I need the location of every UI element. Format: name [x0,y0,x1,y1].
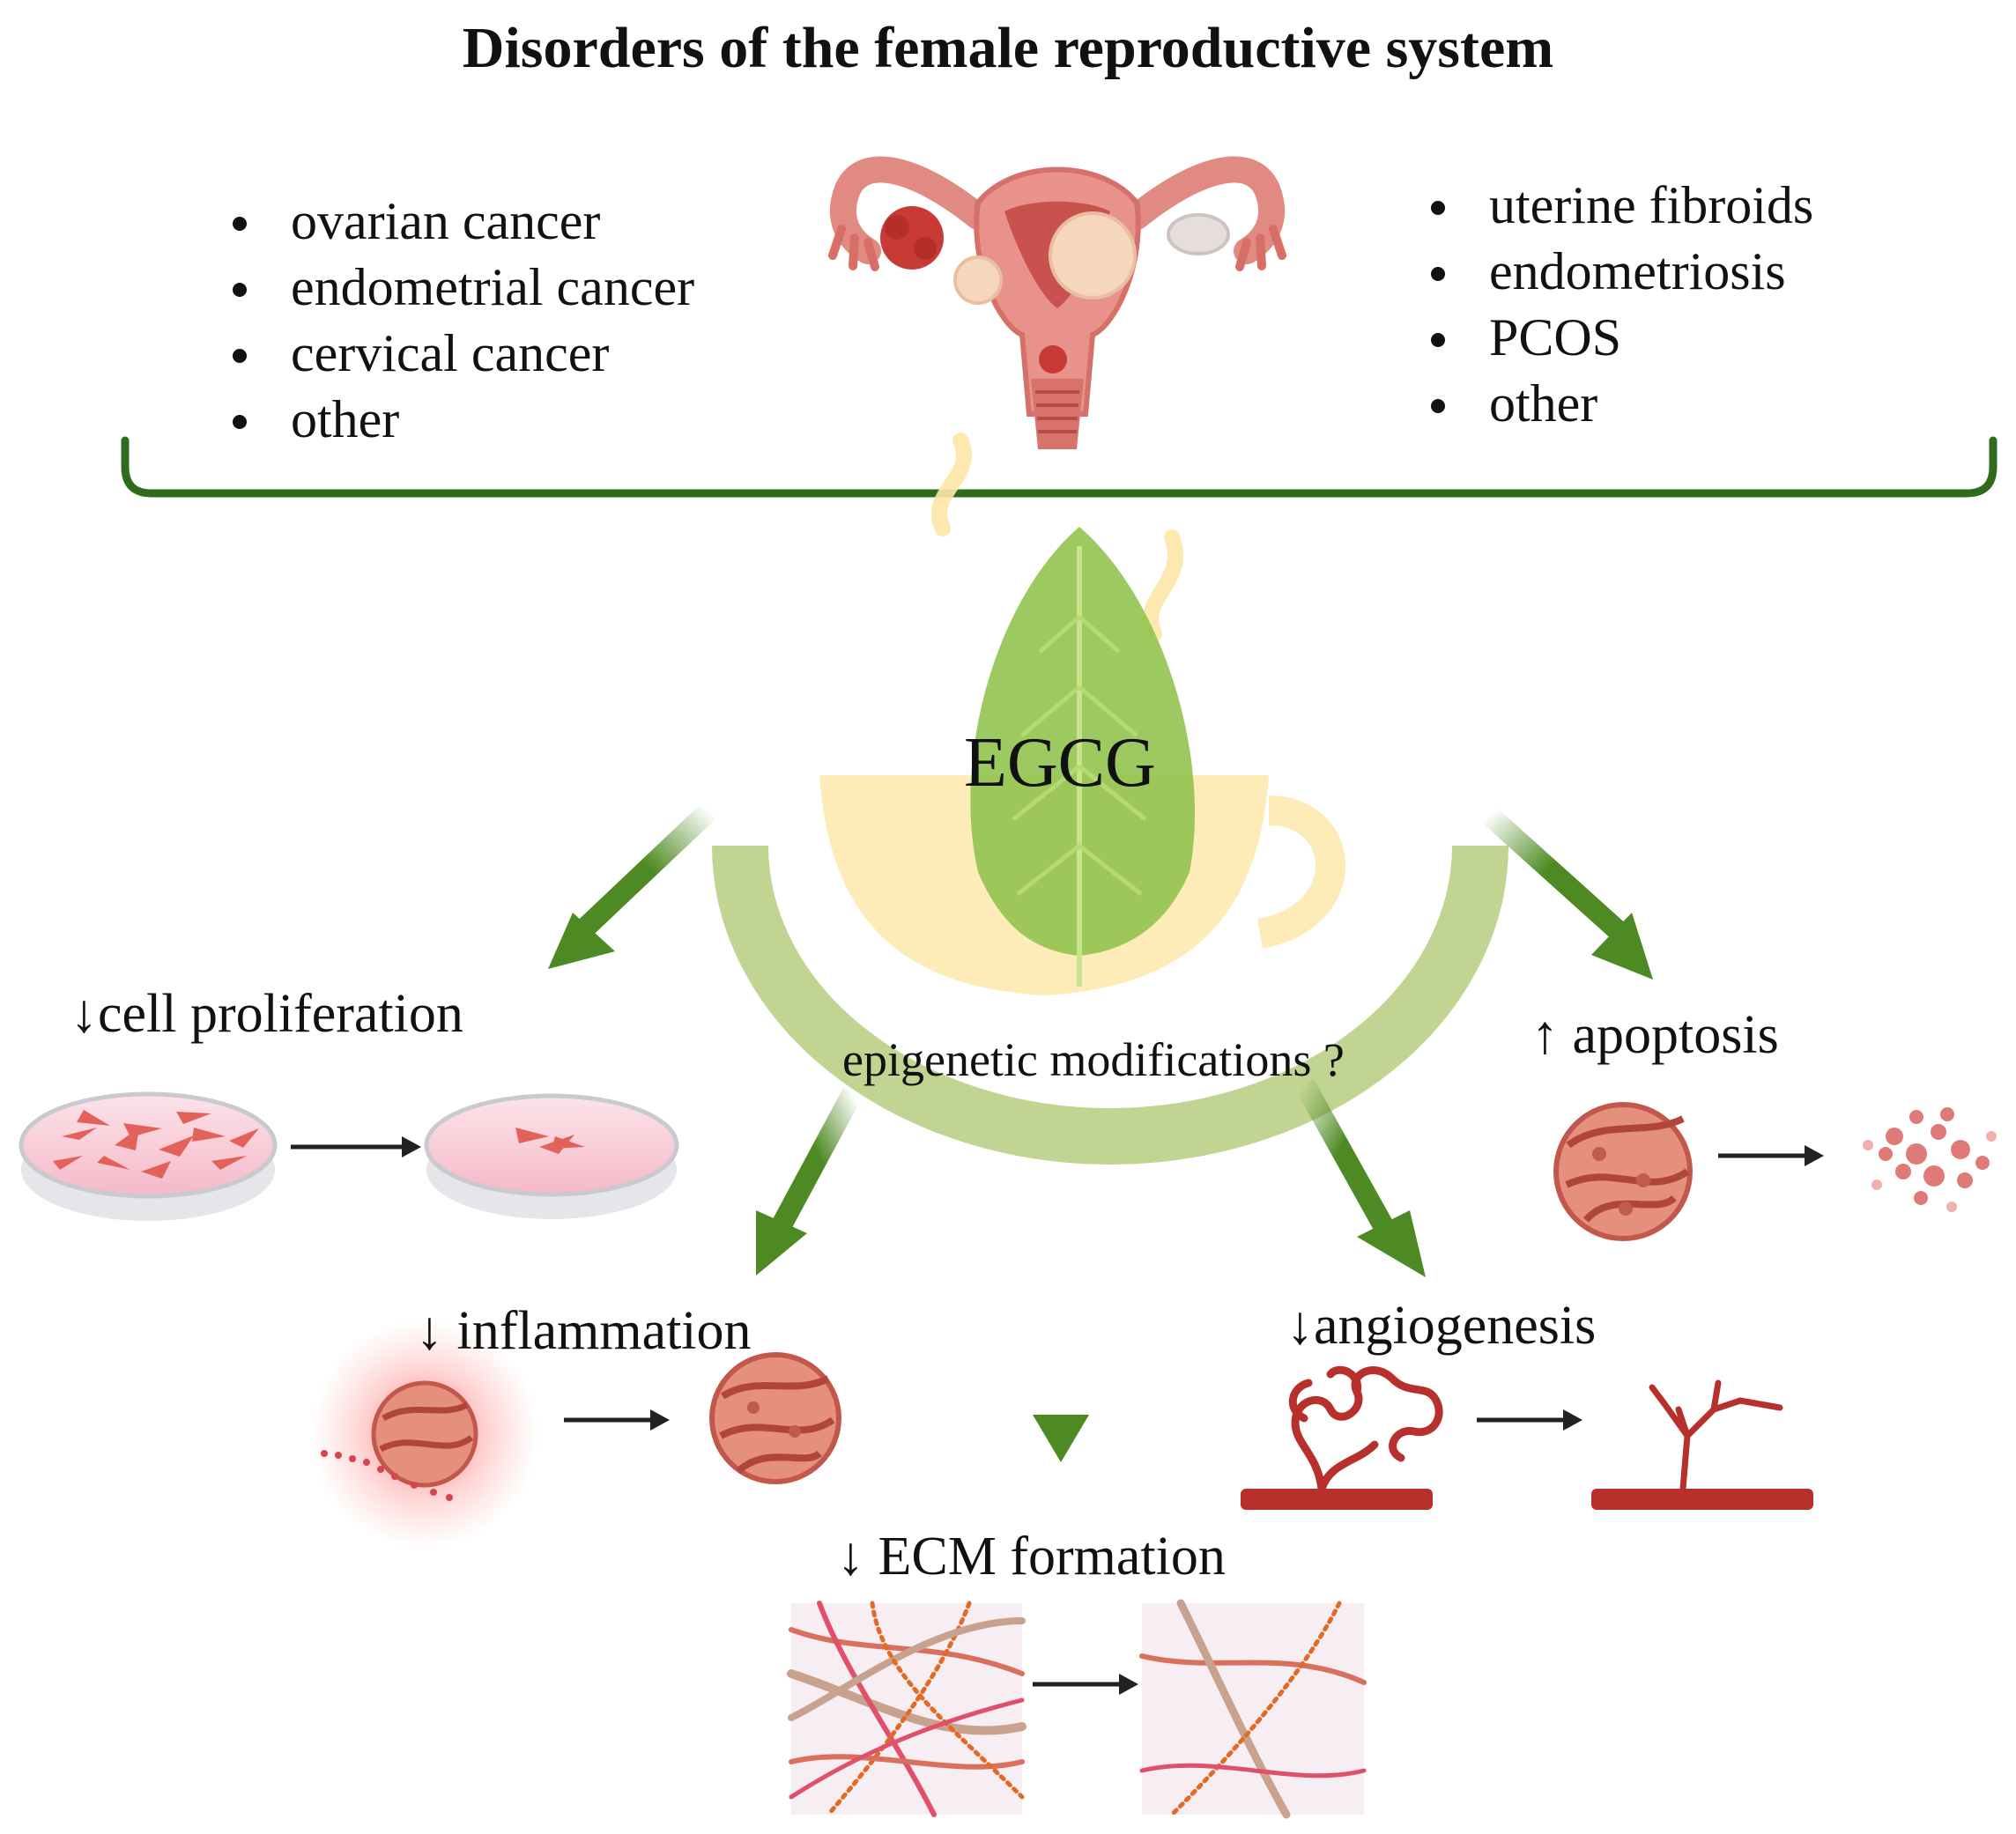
list-item: cervical cancer [227,321,694,387]
arrow-to-inflammation-head [756,1210,807,1276]
list-item: other [1426,371,1813,437]
apoptotic-fragments [1863,1107,1997,1212]
list-item: uterine fibroids [1426,173,1813,239]
effect-apoptosis: ↑ apoptosis [1531,1005,1779,1065]
petri-dish-after [424,1093,679,1219]
vessel-dense [1241,1365,1443,1510]
disorders-bracket [121,436,1997,498]
arrow-to-inflammation [767,1087,863,1239]
effect-arrows [548,802,1653,1462]
effect-ecm-formation: ↓ ECM formation [837,1527,1226,1586]
list-item: other [227,387,694,453]
inflamed-cell-cluster [371,1380,478,1488]
arrow-to-apoptosis-head [1591,913,1653,980]
effect-inflammation: ↓ inflammation [416,1301,752,1361]
mechanism-arc [712,845,1508,1165]
diagram-title: Disorders of the female reproductive sys… [462,16,1554,80]
mechanism-label: epigenetic modifications ? [842,1033,1345,1086]
tea-leaf-icon [970,527,1196,987]
compound-label: EGCG [964,724,1156,802]
list-item: PCOS [1426,305,1813,371]
uterus-illustration [828,156,1286,449]
list-item: endometrial cancer [227,255,694,321]
healthy-cell-cluster [709,1352,841,1484]
tumor-cell-cluster-apoptosis [1553,1102,1693,1241]
arrow-to-angiogenesis [1294,1078,1395,1234]
benign-disorders-list: uterine fibroids endometriosis PCOS othe… [1426,173,1813,437]
arrow-to-ecm-head [1033,1415,1089,1462]
list-item: endometriosis [1426,239,1813,305]
arrow-to-cell-proliferation [567,802,717,946]
vessel-sparse [1591,1379,1813,1510]
ecm-sparse [1139,1599,1367,1819]
ecm-dense [787,1601,1027,1817]
arrow-to-angiogenesis-head [1357,1210,1426,1277]
effect-cell-proliferation: ↓cell proliferation [70,984,463,1044]
cancer-disorders-list: ovarian cancer endometrial cancer cervic… [227,189,694,453]
petri-dish-before [19,1091,278,1221]
inflammation-particles [321,1450,453,1501]
arrow-to-apoptosis [1481,807,1629,942]
list-item: ovarian cancer [227,189,694,255]
arrow-to-cell-proliferation-head [548,913,615,969]
effect-angiogenesis: ↓angiogenesis [1286,1296,1597,1356]
